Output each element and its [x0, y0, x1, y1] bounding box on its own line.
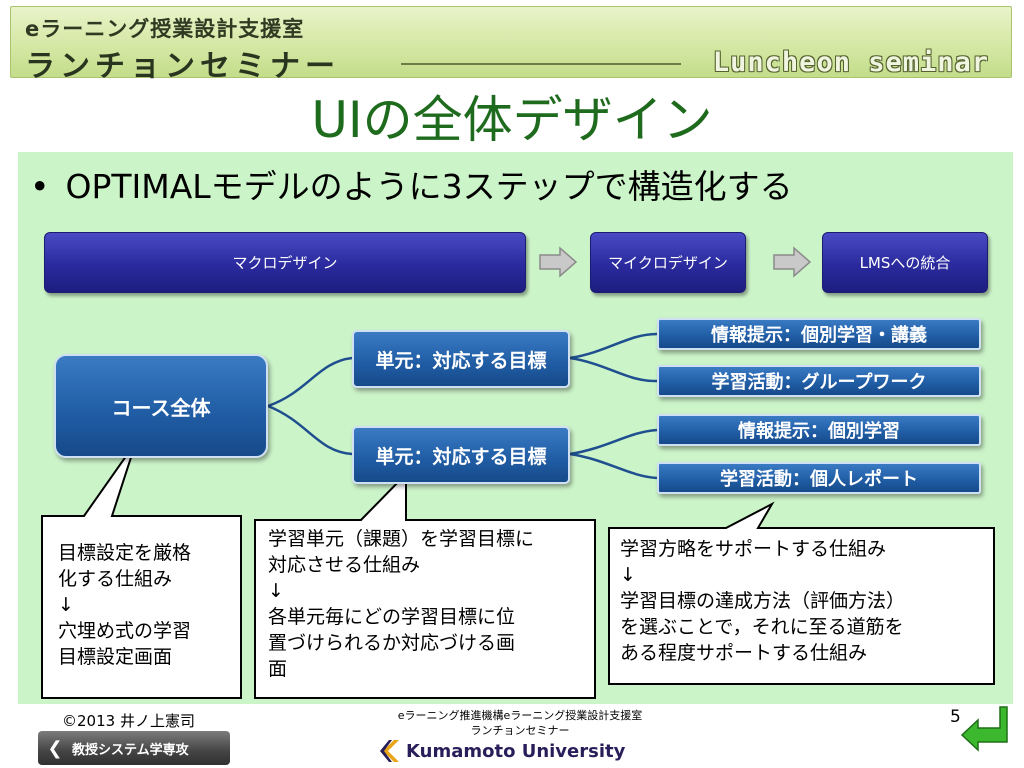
- page-number: 5: [950, 707, 961, 727]
- department-label: 教授システム学専攻: [72, 742, 189, 758]
- slide-title: UIの全体デザイン: [311, 91, 713, 149]
- callout-strategy-support: 学習方略をサポートする仕組み ↓ 学習目標の達成方法（評価方法） を選ぶことで，…: [620, 538, 906, 664]
- chevron-left-icon: ❮: [47, 737, 63, 759]
- right-arrow-icon: [538, 246, 578, 278]
- return-arrow-icon[interactable]: [960, 704, 1010, 752]
- step-lms-integration: LMSへの統合: [822, 232, 988, 293]
- bullet-text: OPTIMALモデルのように3ステップで構造化する: [65, 167, 793, 206]
- leaf-activity-individual-report: 学習活動：個人レポート: [657, 462, 981, 494]
- step-macro-design: マクロデザイン: [44, 232, 526, 293]
- footer-org-line1: eラーニング推進機構eラーニング授業設計支援室: [397, 709, 643, 722]
- slide-content: • OPTIMALモデルのように3ステップで構造化する マクロデザイン マイクロデ…: [18, 152, 1013, 704]
- leaf-info-individual-lecture: 情報提示：個別学習・講義: [657, 318, 981, 350]
- banner-english-title: Luncheon seminar: [712, 47, 989, 78]
- callout-goal-setting: 目標設定を厳格 化する仕組み ↓ 穴埋め式の学習 目標設定画面: [58, 542, 192, 668]
- banner-seminar-name: ランチョンセミナー: [25, 49, 340, 84]
- university-logo-icon: [380, 740, 399, 762]
- leaf-info-individual: 情報提示：個別学習: [657, 414, 981, 446]
- footer-copyright: ©2013 井ノ上憲司: [62, 712, 195, 730]
- callout-unit-mapping: 学習単元（課題）を学習目標に 対応させる仕組み ↓ 各単元毎にどの学習目標に位 …: [268, 528, 535, 680]
- right-arrow-icon: [772, 246, 812, 278]
- node-course-overall: コース全体: [54, 354, 268, 458]
- university-name: Kumamoto University: [406, 740, 626, 762]
- bullet-point: • OPTIMALモデルのように3ステップで構造化する: [30, 160, 793, 208]
- header-banner: eラーニング授業設計支援室 ランチョンセミナー Luncheon seminar: [10, 6, 1012, 84]
- leaf-activity-group-work: 学習活動：グループワーク: [657, 365, 981, 397]
- university-logo: Kumamoto University: [380, 739, 625, 763]
- banner-org-name: eラーニング授業設計支援室: [25, 17, 305, 41]
- node-unit-1: 単元：対応する目標: [352, 330, 570, 388]
- tree-connectors: [41, 332, 995, 699]
- department-nav-button[interactable]: ❮ 教授システム学専攻: [38, 731, 230, 765]
- node-unit-2: 単元：対応する目標: [352, 426, 570, 484]
- footer-org-line2: ランチョンセミナー: [470, 724, 570, 737]
- banner-divider: [401, 63, 681, 65]
- footer-organization: eラーニング推進機構eラーニング授業設計支援室 ランチョンセミナー: [330, 708, 710, 738]
- step-micro-design: マイクロデザイン: [590, 232, 746, 293]
- bullet-dot-icon: •: [30, 167, 50, 206]
